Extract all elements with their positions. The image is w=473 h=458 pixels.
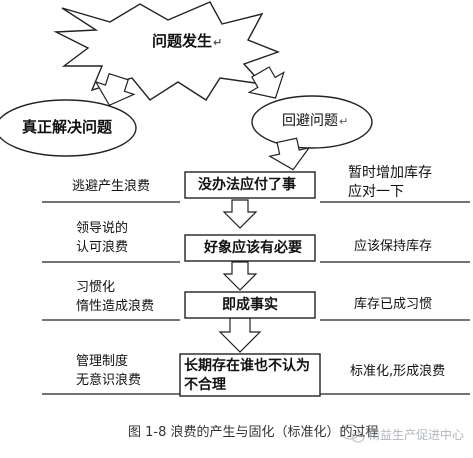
- avoid-return-mark: ↵: [339, 115, 349, 128]
- left-label-3-line1: 习惯化: [76, 280, 116, 295]
- stage-box-2: [184, 234, 316, 262]
- arrow-box2-box3-icon: [222, 261, 258, 291]
- stage-box-1: [184, 171, 316, 199]
- right-label-1-line2: 应对一下: [348, 184, 404, 200]
- left-label-4-line2: 无意识浪费: [76, 373, 142, 388]
- avoid-problem-label: 回避问题↵: [282, 114, 348, 128]
- burst-text: 问题发生: [152, 32, 213, 50]
- row-separators: [42, 201, 470, 395]
- avoid-problem-ellipse: [251, 95, 373, 149]
- left-label-1: 逃避产生浪费: [72, 179, 151, 194]
- burst-return-mark: ↵: [213, 36, 223, 49]
- arrow-to-solve-icon: [94, 72, 136, 107]
- watermark-logo-icon: [340, 424, 365, 443]
- solve-problem-label: 真正解决问题: [22, 118, 113, 136]
- arrow-to-box1-icon: [268, 137, 311, 171]
- left-label-3-line2: 惰性造成浪费: [76, 299, 155, 314]
- arrow-to-avoid-icon: [247, 66, 285, 99]
- stage-4-text-line1: 长期存在谁也不认为: [184, 358, 310, 374]
- right-label-2: 应该保持库存: [354, 239, 433, 254]
- figure-caption: 图 1-8 浪费的产生与固化（标准化）的过程: [128, 425, 379, 440]
- right-label-4: 标准化,形成浪费: [350, 364, 446, 379]
- stage-2-text: 好象应该有必要: [204, 240, 302, 256]
- arrow-box3-box4-icon: [218, 317, 262, 353]
- stage-1-text: 没办法应付了事: [198, 177, 296, 193]
- stage-box-4: [179, 353, 321, 397]
- stage-4-text-line2: 不合理: [184, 377, 226, 393]
- stage-3-text: 即成事实: [222, 297, 278, 313]
- watermark-text: 精益生产促进中心: [368, 428, 465, 442]
- right-label-3: 库存已成习惯: [354, 297, 433, 312]
- solve-problem-ellipse: [0, 99, 137, 157]
- left-label-2-line2: 认可浪费: [76, 240, 129, 255]
- left-label-2-line1: 领导说的: [76, 221, 129, 236]
- left-label-4-line1: 管理制度: [76, 354, 129, 369]
- stage-box-3: [184, 291, 316, 319]
- problem-burst-shape: [53, 1, 280, 101]
- arrow-box1-box2-icon: [222, 199, 258, 229]
- burst-label: 问题发生↵: [152, 34, 222, 49]
- hollow-arrows: [94, 66, 311, 353]
- avoid-problem-text: 回避问题: [282, 113, 338, 129]
- right-label-1-line1: 暂时增加库存: [348, 165, 432, 181]
